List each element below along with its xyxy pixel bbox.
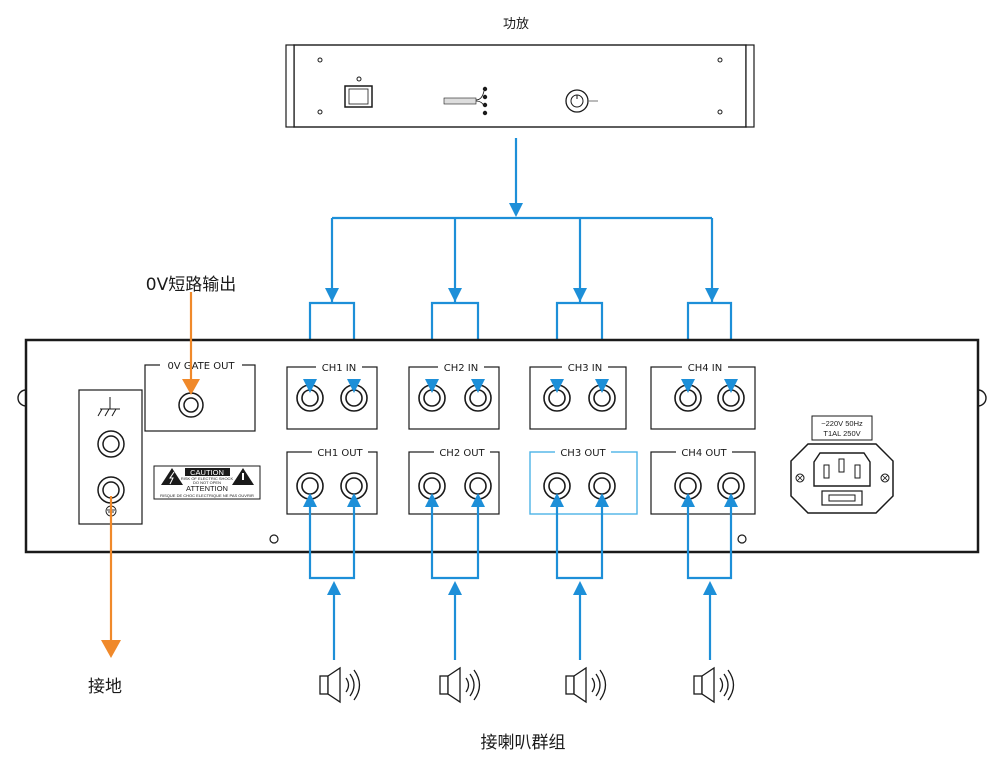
screw-icon — [317, 57, 323, 63]
ch1-out-label: CH1 OUT — [317, 448, 363, 459]
screw-icon — [880, 473, 890, 483]
gate-out-label: 0V GATE OUT — [167, 361, 235, 372]
indicator-led-icon — [482, 94, 488, 100]
orange-connections — [101, 292, 200, 658]
indicator-led-icon — [482, 102, 488, 108]
screw-icon — [737, 534, 747, 544]
screw-icon — [317, 109, 323, 115]
svg-text:RISK OF ELECTRIC SHOCK: RISK OF ELECTRIC SHOCK — [181, 476, 234, 481]
svg-text:ATTENTION: ATTENTION — [186, 484, 228, 493]
ch3-in-label: CH3 IN — [568, 363, 602, 374]
speaker-icons — [319, 666, 735, 704]
ch2-out-label: CH2 OUT — [439, 448, 485, 459]
gate-out-block: 0V GATE OUT — [144, 359, 256, 432]
power-led-icon — [356, 76, 362, 82]
amplifier-unit: 功放 — [285, 17, 755, 128]
short-output-label: 0V短路输出 — [146, 275, 236, 295]
power-rating-line2: T1AL 250V — [823, 429, 860, 438]
amplifier-right-ear — [745, 44, 755, 128]
ground-label: 接地 — [88, 677, 122, 697]
ch4-in-label: CH4 IN — [688, 363, 722, 374]
ch2-in-label: CH2 IN — [444, 363, 478, 374]
speaker-group-label: 接喇叭群组 — [481, 733, 566, 753]
speaker-icon — [439, 666, 481, 704]
screw-icon — [717, 57, 723, 63]
screw-icon — [795, 473, 805, 483]
amplifier-title: 功放 — [503, 17, 529, 32]
speaker-icon — [319, 666, 361, 704]
volume-knob-icon — [565, 89, 589, 113]
warning-triangle-icon — [161, 468, 183, 485]
screw-icon — [717, 109, 723, 115]
svg-text:CAUTION: CAUTION — [190, 468, 224, 477]
svg-text:RISQUE DE CHOC ELECTRIQUE NE P: RISQUE DE CHOC ELECTRIQUE NE PAS OUVRIR — [160, 493, 254, 498]
channel-inputs: CH1 IN CH2 IN CH3 IN CH4 IN — [286, 360, 756, 430]
indicator-led-icon — [482, 86, 488, 92]
speaker-icon — [693, 666, 735, 704]
ch1-in-label: CH1 IN — [322, 363, 356, 374]
caution-label: CAUTION RISK OF ELECTRIC SHOCK DO NOT OP… — [153, 465, 261, 500]
channel-outputs: CH1 OUT CH2 OUT CH3 OUT CH4 OUT — [286, 445, 756, 515]
screw-icon — [269, 534, 279, 544]
indicator-led-icon — [482, 110, 488, 116]
power-rating-line1: ~220V 50Hz — [821, 419, 863, 428]
signal-distribution-lines — [325, 138, 719, 302]
model-badge — [443, 97, 477, 105]
ch4-out-label: CH4 OUT — [681, 448, 727, 459]
svg-text:DO NOT OPEN: DO NOT OPEN — [193, 480, 221, 485]
amplifier-left-ear — [285, 44, 295, 128]
power-switch — [344, 85, 373, 108]
speaker-output-lines — [308, 298, 733, 660]
power-inlet: ~220V 50Hz T1AL 250V — [790, 415, 894, 514]
speaker-icon — [565, 666, 607, 704]
ch3-out-label: CH3 OUT — [560, 448, 606, 459]
chassis-ground-icon — [97, 397, 120, 417]
